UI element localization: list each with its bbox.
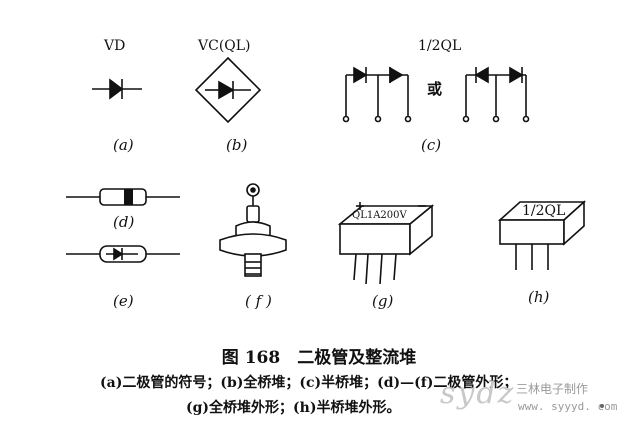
bridge-rectifier-symbol <box>194 56 262 124</box>
watermark-url: www. syyyd. com <box>518 400 618 413</box>
watermark-cn: 三林电子制作 <box>516 382 589 396</box>
bridge-package-g <box>337 202 435 285</box>
half-bridge-package-h <box>497 200 587 270</box>
caption-line-2: (g)全桥堆外形；(h)半桥堆外形。 <box>186 400 401 416</box>
sublabel-g: (g) <box>372 292 394 310</box>
sublabel-h: (h) <box>528 288 550 306</box>
sublabel-f: ( f ) <box>245 292 272 310</box>
vcql-label: VC(QL) <box>198 38 251 54</box>
stray-dot <box>600 404 604 408</box>
half-ql-box-label: 1/2QL <box>522 203 566 219</box>
half-bridge-left-symbol <box>342 66 412 123</box>
figure-title: 图 168 二极管及整流堆 <box>221 348 417 368</box>
sublabel-b: (b) <box>226 136 248 154</box>
glass-diode-e <box>66 245 180 263</box>
watermark-logo: sydz <box>440 376 516 411</box>
or-label: 或 <box>427 80 443 98</box>
sublabel-a: (a) <box>113 136 134 154</box>
half-ql-label: 1/2QL <box>418 38 462 54</box>
vd-label: VD <box>104 38 126 54</box>
diode-symbol <box>92 78 142 100</box>
sublabel-c: (c) <box>421 136 442 154</box>
stud-diode-f <box>219 183 287 277</box>
qlia-label: QL1A200V <box>352 210 407 221</box>
half-bridge-right-symbol <box>462 66 530 123</box>
sublabel-e: (e) <box>113 292 134 310</box>
axial-diode-d <box>66 188 180 206</box>
caption-line-1: (a)二极管的符号；(b)全桥堆；(c)半桥堆；(d)—(f)二极管外形； <box>100 375 518 391</box>
sublabel-d: (d) <box>113 213 135 231</box>
watermark: sydz 三林电子制作 www. syyyd. com <box>440 376 630 420</box>
